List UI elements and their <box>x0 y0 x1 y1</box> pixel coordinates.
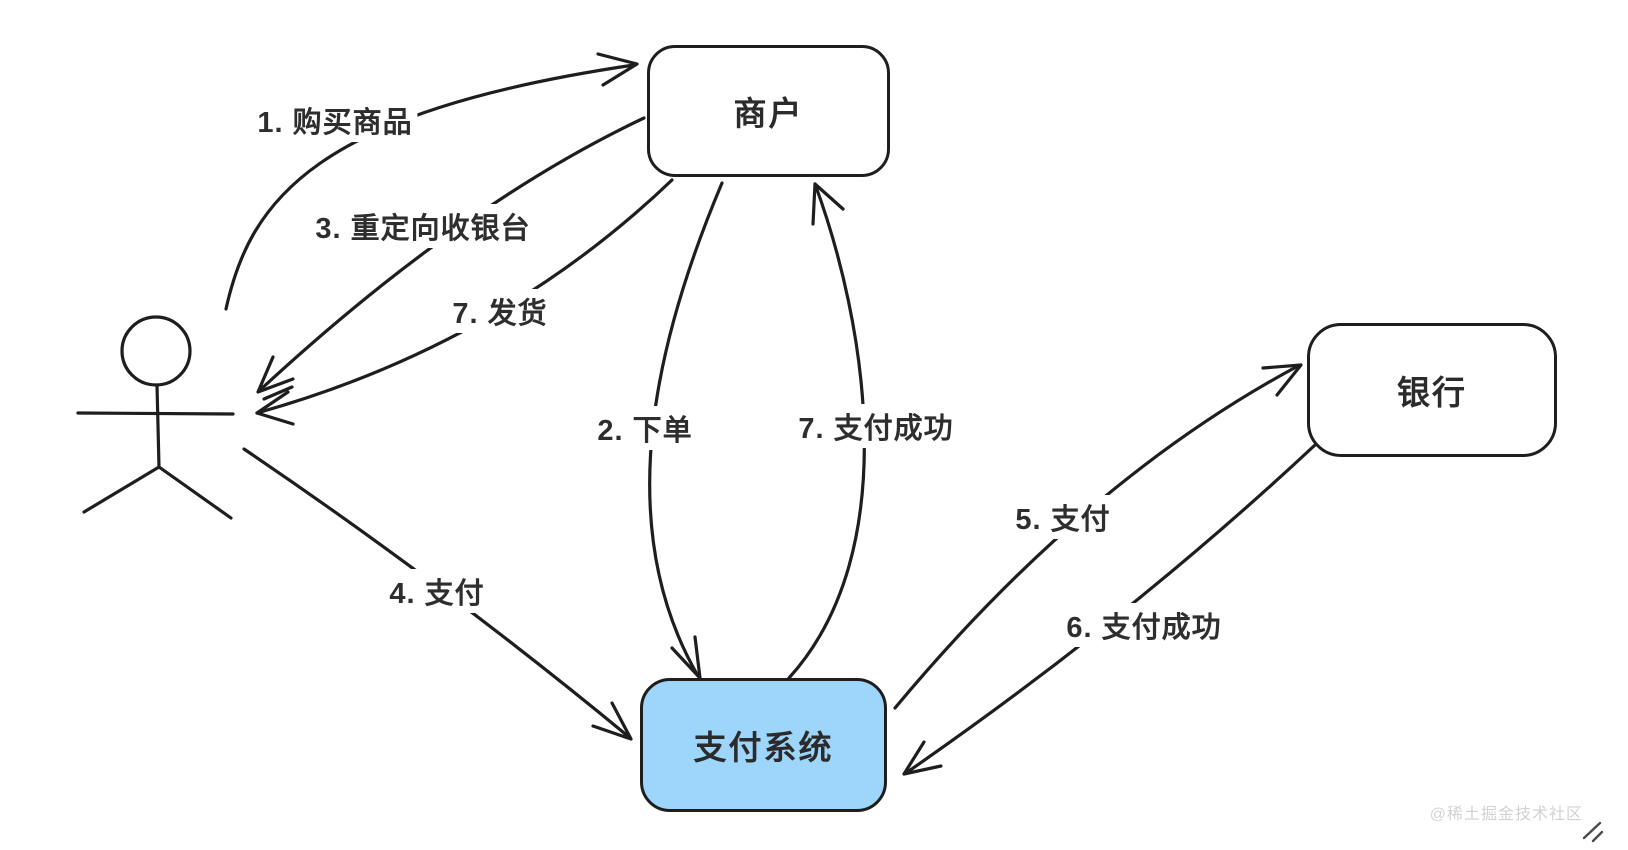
arrow-3-redirect <box>256 116 646 401</box>
node-merchant-label: 商户 <box>733 95 804 132</box>
edge-label-1-buy: 1. 购买商品 <box>252 98 418 142</box>
user-actor <box>76 315 235 520</box>
edge-label-3-redirect: 3. 重定向收银台 <box>310 204 536 248</box>
edge-label-7-pay-success: 7. 支付成功 <box>793 404 959 448</box>
node-payment-system: 支付系统 <box>640 678 887 812</box>
edge-label-5-pay: 5. 支付 <box>1010 495 1116 539</box>
actor-left-leg <box>82 465 161 514</box>
edge-label-7-ship: 7. 发货 <box>447 289 553 333</box>
node-payment-system-label: 支付系统 <box>693 729 834 766</box>
watermark: @稀土掘金技术社区 <box>1429 806 1583 823</box>
actor-body <box>155 383 161 469</box>
actor-head <box>120 315 192 387</box>
actor-right-leg <box>157 465 233 520</box>
node-bank-label: 银行 <box>1397 374 1467 411</box>
arrow-1-buy <box>224 52 639 311</box>
node-bank: 银行 <box>1307 323 1557 457</box>
resize-handle[interactable] <box>1582 821 1604 843</box>
actor-arms <box>76 411 235 416</box>
edge-label-2-order: 2. 下单 <box>592 406 698 450</box>
node-merchant: 商户 <box>647 45 890 177</box>
edge-label-4-pay: 4. 支付 <box>384 569 490 613</box>
edge-label-6-pay-success: 6. 支付成功 <box>1061 603 1227 647</box>
